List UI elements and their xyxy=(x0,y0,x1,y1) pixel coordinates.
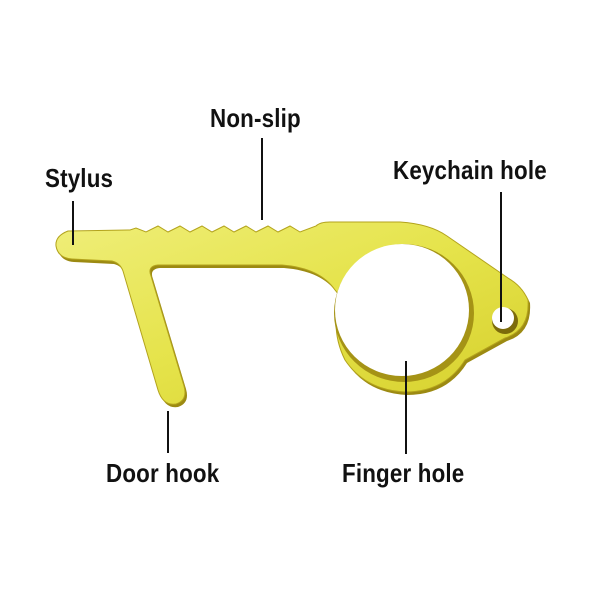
leader-line-finger-hole xyxy=(405,361,407,454)
leader-line-door-hook xyxy=(167,411,169,453)
keychain-hole xyxy=(492,307,518,334)
label-keychain-hole: Keychain hole xyxy=(393,155,547,185)
leader-line-non-slip xyxy=(261,138,263,220)
leader-line-keychain-hole xyxy=(500,192,502,322)
label-non-slip: Non-slip xyxy=(210,103,301,133)
leader-line-stylus xyxy=(72,201,74,245)
finger-hole xyxy=(334,244,474,382)
label-stylus: Stylus xyxy=(45,163,114,193)
label-finger-hole: Finger hole xyxy=(342,458,465,488)
label-door-hook: Door hook xyxy=(106,458,220,488)
